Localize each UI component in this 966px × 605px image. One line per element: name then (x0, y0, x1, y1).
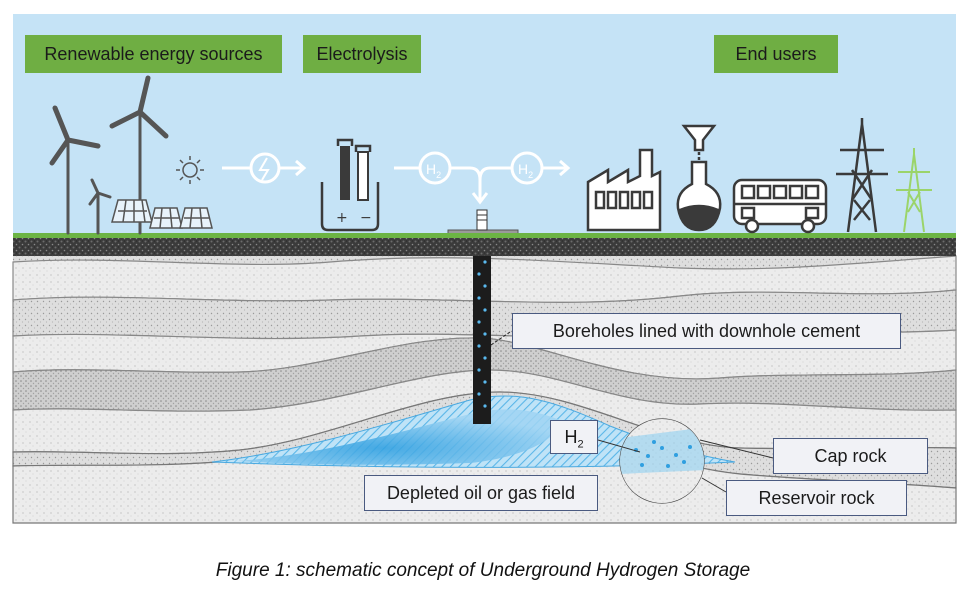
reservoir-leader (701, 477, 727, 493)
electrolysis-label: Electrolysis (303, 35, 421, 73)
svg-text:+: + (336, 210, 348, 226)
renewable-energy-label: Renewable energy sources (25, 35, 282, 73)
wind-turbine-icon (49, 75, 169, 235)
h2-leader (597, 439, 641, 453)
borehole (473, 238, 491, 424)
h2-flow-icon (394, 151, 571, 205)
power-pylon-icon (836, 118, 888, 233)
gravel-layer (13, 238, 956, 256)
borehole-leader (490, 331, 511, 346)
flask-icon (676, 124, 722, 232)
borehole-gas-dots (477, 248, 487, 408)
solar-panel-icon (111, 199, 213, 229)
svg-text:−: − (360, 210, 372, 226)
h2-label: H2 (550, 420, 598, 454)
h2-label-sub: 2 (577, 438, 584, 451)
cap-rock-label: Cap rock (773, 438, 928, 474)
factory-icon (586, 148, 662, 232)
end-users-label: End users (714, 35, 838, 73)
bus-icon (732, 178, 828, 234)
h2-bubble-left: H2 (426, 161, 441, 180)
sun-icon (176, 156, 204, 184)
power-arrow-icon (222, 152, 307, 184)
h2-label-main: H (564, 427, 578, 447)
reservoir-rock-label: Reservoir rock (726, 480, 907, 516)
caprock-leader (699, 439, 774, 459)
h2-bubble-right: H2 (518, 161, 533, 180)
rock-magnifier (619, 418, 705, 504)
ground-line (13, 233, 956, 238)
boreholes-label: Boreholes lined with downhole cement (512, 313, 901, 349)
figure-caption: Figure 1: schematic concept of Undergrou… (215, 560, 751, 581)
electrolyser-icon: + − (320, 138, 380, 232)
depleted-field-label: Depleted oil or gas field (364, 475, 598, 511)
power-pylon-small-icon (896, 148, 932, 233)
wellhead (476, 209, 488, 231)
